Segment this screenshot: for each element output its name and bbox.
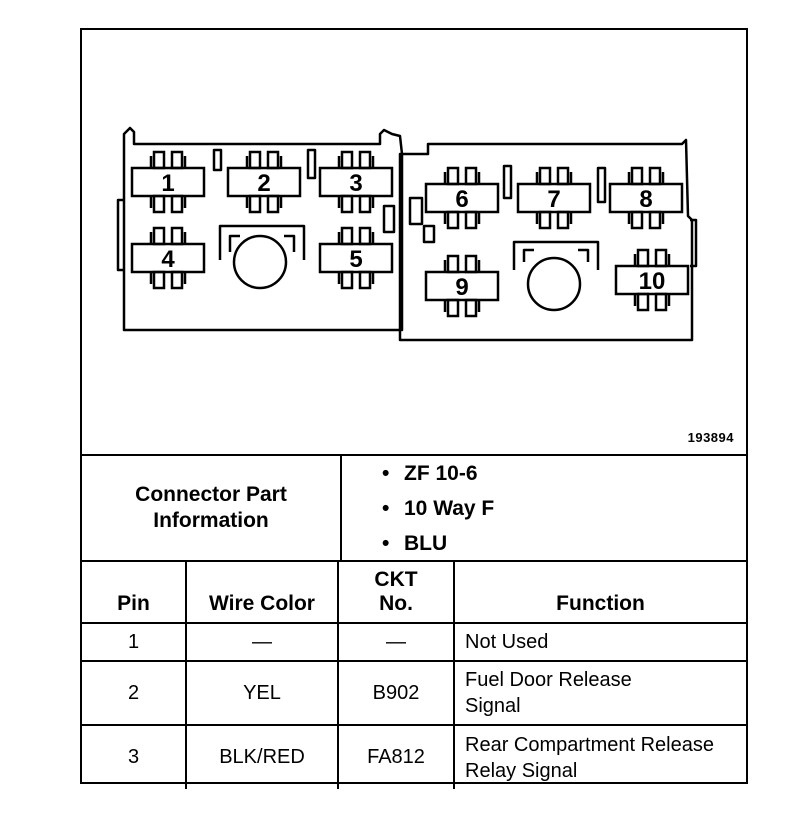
terminal-cavity <box>608 166 684 230</box>
figure-number: 193894 <box>687 430 734 445</box>
keying-hole-frame <box>218 224 306 260</box>
terminal-cavity <box>130 150 206 214</box>
cell-pin: 1 <box>82 622 187 662</box>
left-latch <box>116 198 124 272</box>
divider-tab <box>306 148 317 180</box>
cell-wire-color: — <box>185 622 339 662</box>
info-item: •ZF 10-6 <box>382 462 478 485</box>
info-item: •BLU <box>382 532 448 555</box>
pin-number-label: 9 <box>455 274 468 301</box>
header-function: Function <box>453 560 746 624</box>
cell-pin: 3 <box>82 724 187 789</box>
cell-ckt-no: B902 <box>337 660 455 726</box>
divider-tab <box>382 204 396 234</box>
connector-drawing: 1 2 3 4 5 6 7 8 9 10 <box>116 126 698 342</box>
cell-wire-color: BLK/RED <box>185 724 339 789</box>
keying-hole <box>232 234 288 290</box>
pin-number-label: 3 <box>349 170 362 197</box>
pin-number-label: 2 <box>257 170 270 197</box>
divider-tab <box>422 224 436 244</box>
pin-table-header: Pin Wire Color CKT No. Function <box>82 560 746 624</box>
terminal-cavity <box>318 150 394 214</box>
header-ckt-no: CKT No. <box>337 560 455 624</box>
header-pin: Pin <box>82 560 187 624</box>
table-row: 3 BLK/RED FA812 Rear Compartment Release… <box>82 724 746 789</box>
pin-table: Pin Wire Color CKT No. Function 1 — — No… <box>82 560 746 789</box>
info-item: •10 Way F <box>382 497 495 520</box>
terminal-cavity <box>226 150 302 214</box>
pin-number-label: 6 <box>455 186 468 213</box>
pin-number-label: 4 <box>161 246 175 273</box>
pin-number-label: 7 <box>547 186 560 213</box>
keying-hole-frame <box>512 240 600 270</box>
divider-tab <box>212 148 223 172</box>
cell-wire-color: YEL <box>185 660 339 726</box>
divider-tab <box>408 196 424 226</box>
info-list: •ZF 10-6 •10 Way F •BLU <box>344 456 494 561</box>
connector-diagram: 1 2 3 4 5 6 7 8 9 10 193894 <box>82 30 746 454</box>
terminal-cavity <box>424 254 500 318</box>
pin-number-label: 1 <box>161 170 174 197</box>
terminal-cavity <box>424 166 500 230</box>
right-latch <box>690 218 698 268</box>
connector-part-info: Connector Part Information •ZF 10-6 •10 … <box>82 454 746 560</box>
cell-function: Not Used <box>453 622 746 662</box>
right-housing-outline <box>398 138 694 342</box>
table-row: 1 — — Not Used <box>82 622 746 662</box>
cell-pin: 2 <box>82 660 187 726</box>
header-wire-color: Wire Color <box>185 560 339 624</box>
terminal-cavity <box>318 226 394 290</box>
cell-function: Fuel Door Release Signal <box>453 660 746 726</box>
cell-ckt-no: — <box>337 622 455 662</box>
keying-hole <box>526 256 582 312</box>
info-label: Connector Part Information <box>135 483 287 532</box>
pin-number-label: 10 <box>639 268 666 295</box>
terminal-cavity <box>130 226 206 290</box>
divider-tab <box>596 166 607 204</box>
divider-tab <box>502 164 513 200</box>
info-label-cell: Connector Part Information <box>82 456 342 560</box>
terminal-cavity <box>614 248 690 312</box>
pin-number-label: 8 <box>639 186 652 213</box>
table-row: 2 YEL B902 Fuel Door Release Signal <box>82 660 746 726</box>
cell-function: Rear Compartment Release Relay Signal <box>453 724 746 789</box>
pin-number-label: 5 <box>349 246 362 273</box>
terminal-cavity <box>516 166 592 230</box>
cell-ckt-no: FA812 <box>337 724 455 789</box>
